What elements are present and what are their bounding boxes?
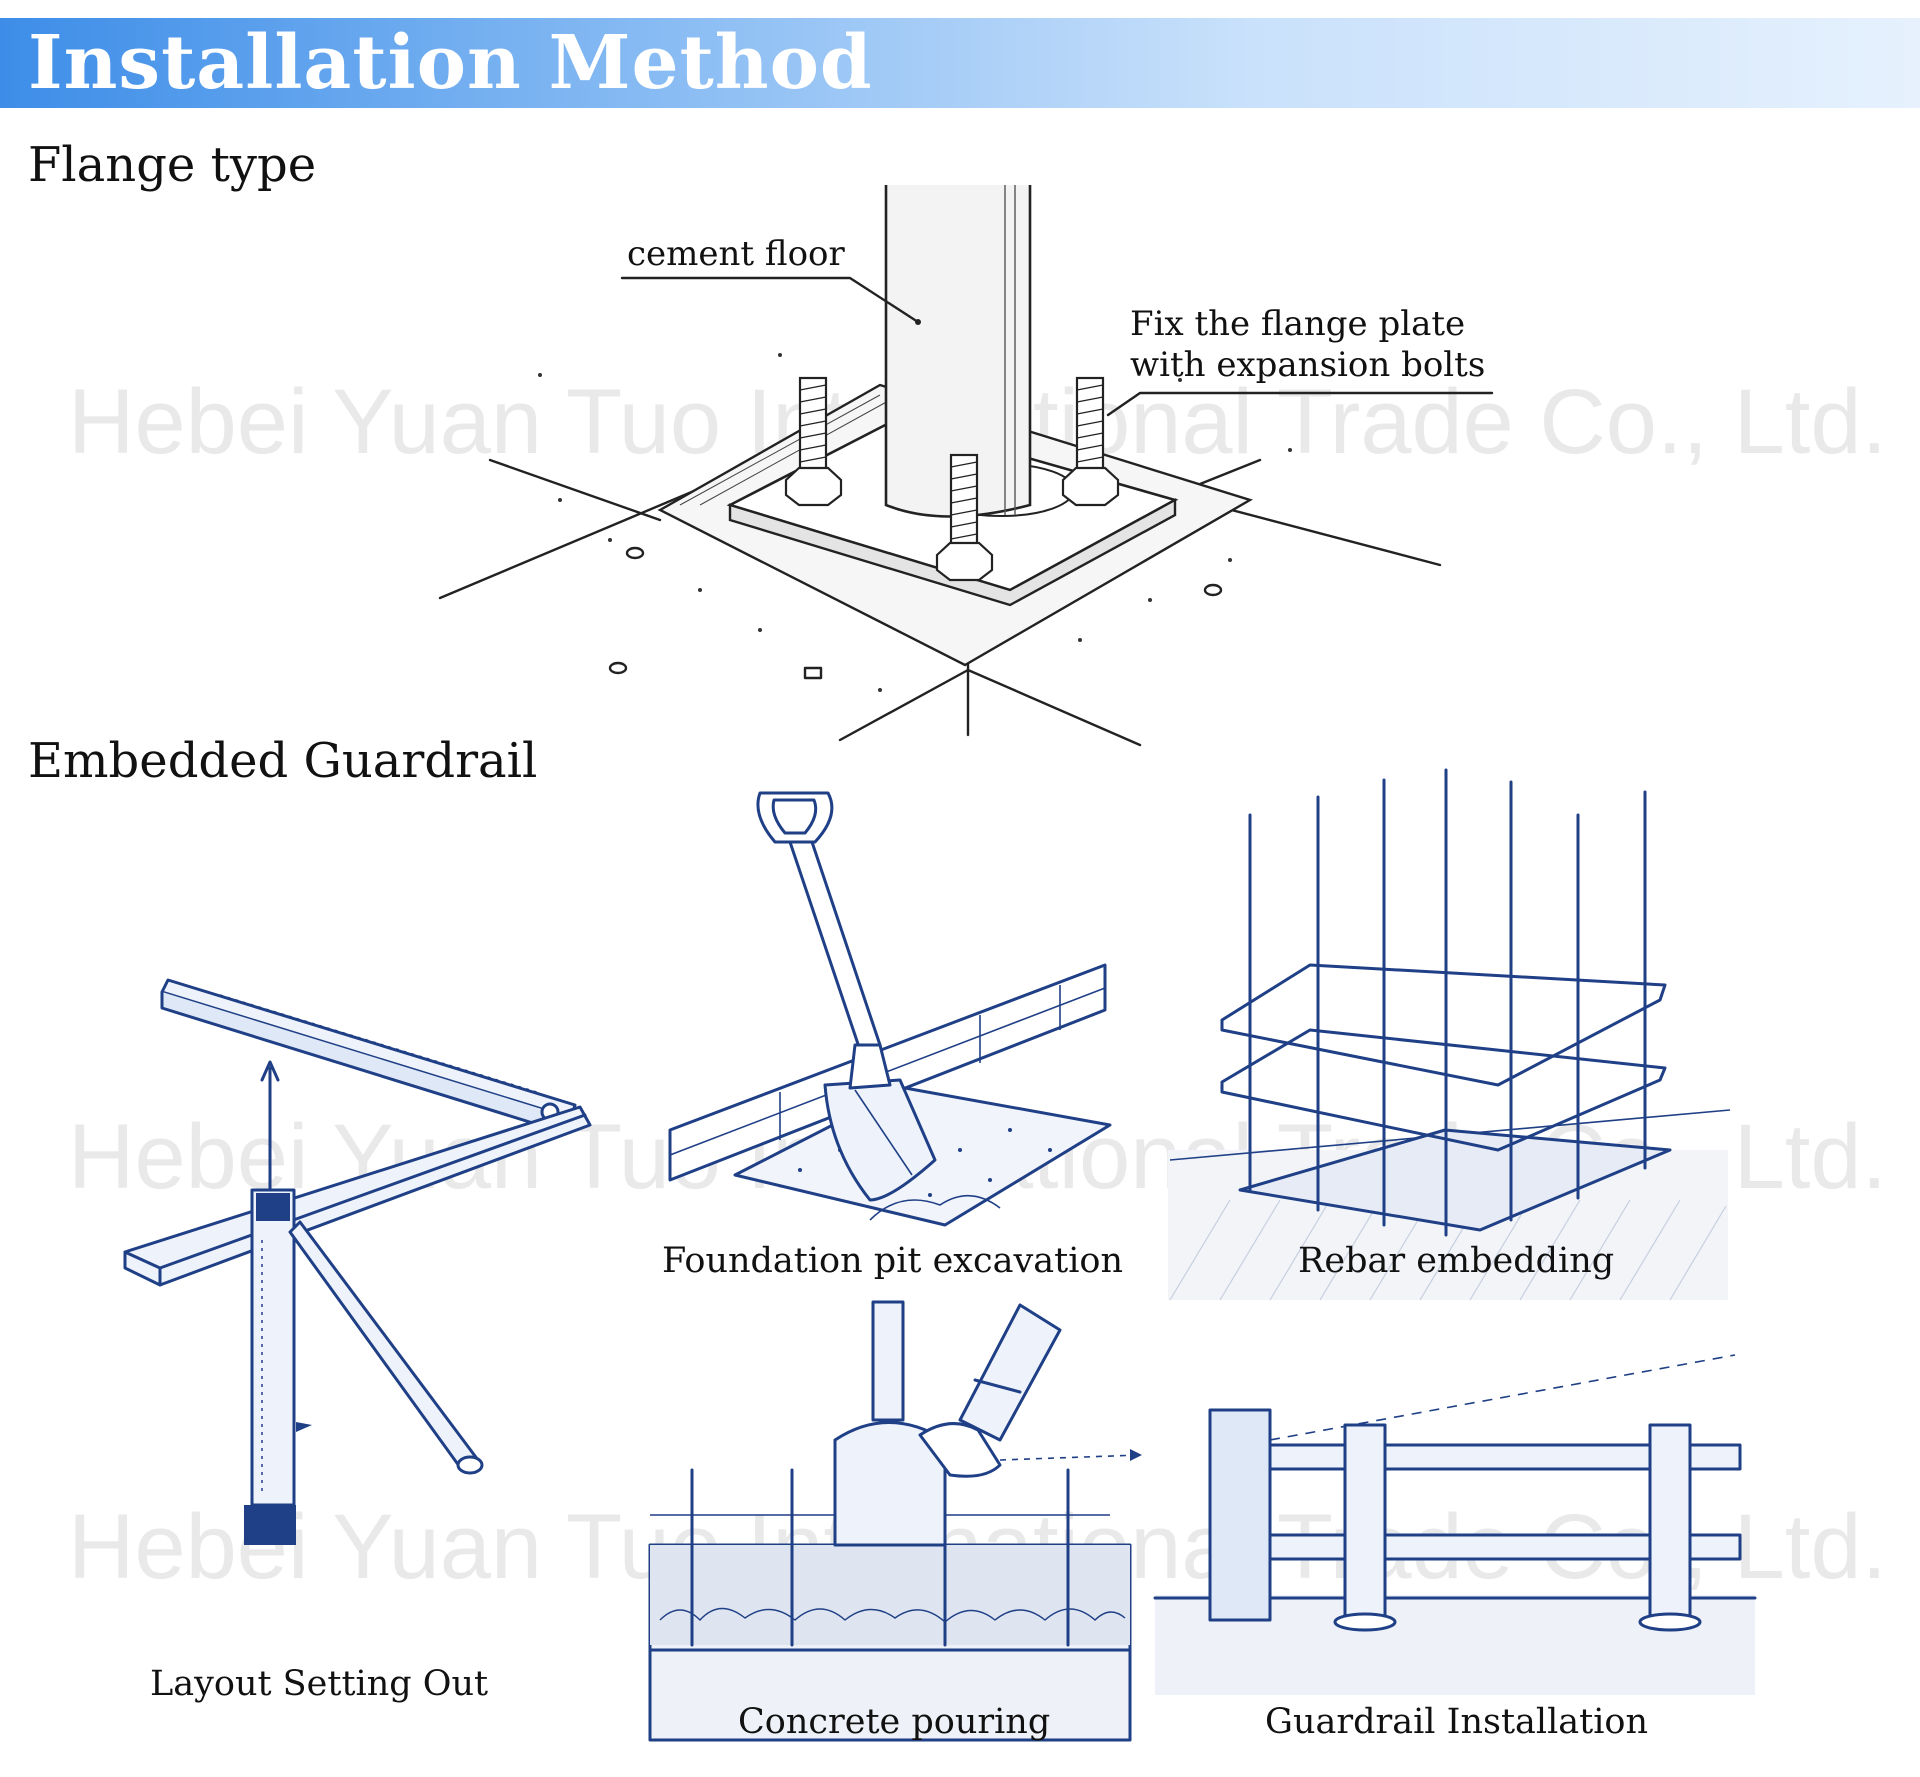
step-guardrail-illustration (1155, 1355, 1755, 1695)
step-label-excavation: Foundation pit excavation (662, 1241, 1123, 1281)
callout-cement-floor: cement floor (627, 234, 846, 274)
step-concrete-illustration (650, 1302, 1142, 1740)
step-label-rebar: Rebar embedding (1298, 1241, 1614, 1281)
bolt-right (1063, 378, 1118, 505)
step-rebar-illustration (1168, 770, 1730, 1300)
callout-fix-line1: Fix the flange plate (1130, 304, 1465, 344)
step-label-layout: Layout Setting Out (150, 1664, 488, 1704)
step-excavation-illustration (670, 793, 1110, 1225)
step-layout-illustration (125, 980, 590, 1545)
step-label-guardrail: Guardrail Installation (1265, 1702, 1648, 1742)
callout-fix-line2: with expansion bolts (1130, 345, 1485, 385)
step-label-concrete: Concrete pouring (738, 1702, 1050, 1742)
flange-diagram: cement floor Fix the flange plate with e… (440, 185, 1492, 745)
